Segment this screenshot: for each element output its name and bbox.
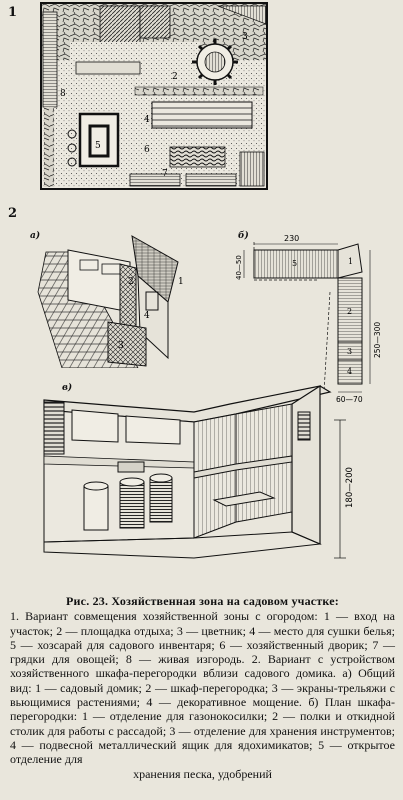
subfigure-v-tag: в) [62,383,73,393]
general-view-drawing: 2 1 3 4 [37,235,184,368]
subfigure-a-tag: а) [30,231,41,241]
subfigure-b-tag: б) [238,231,249,241]
plan-label-4: 4 [144,115,150,125]
plan-label-8: 8 [60,89,66,99]
view-a-label-1: 1 [178,277,184,287]
plan-label-2: 2 [172,72,178,82]
view-a-label-2: 2 [128,277,134,287]
plan-b-label-3: 3 [347,347,352,356]
dim-depth-bottom: 60—70 [336,395,363,404]
plan-label-5: 5 [95,141,101,151]
dim-width: 230 [284,234,299,243]
dim-depth-left: 40—50 [235,255,243,280]
figure-1-number: 1 [8,5,18,20]
caption-title: Рис. 23. Хозяйственная зона на садовом у… [66,594,339,608]
view-a-label-3: 3 [118,341,124,351]
plan-label-3: 3 [242,32,248,42]
plan-b-label-1: 1 [348,257,353,266]
caption-last-line: хранения песка, удобрений [133,766,272,781]
plan-label-6: 6 [144,145,150,155]
view-a-label-4: 4 [144,311,150,321]
dim-length-right: 250—300 [373,322,382,358]
cabinet-plan-drawing: 230 40—50 250—300 60—70 1 2 3 4 5 [235,234,382,404]
site-plan-drawing: 2 3 4 5 6 7 8 1 [40,2,268,190]
plan-b-label-5: 5 [292,259,297,268]
figure-caption: Рис. 23. Хозяйственная зона на садовом у… [10,594,395,781]
plan-b-label-2: 2 [347,307,352,316]
cabinet-perspective-drawing: 180—200 [43,384,355,559]
figure-2-number: 2 [8,206,18,221]
caption-body: 1. Вариант совмещения хозяйственной зоны… [10,609,395,767]
dim-height: 180—200 [345,467,355,508]
plan-b-label-4: 4 [347,367,352,376]
plan-label-7: 7 [162,169,168,179]
